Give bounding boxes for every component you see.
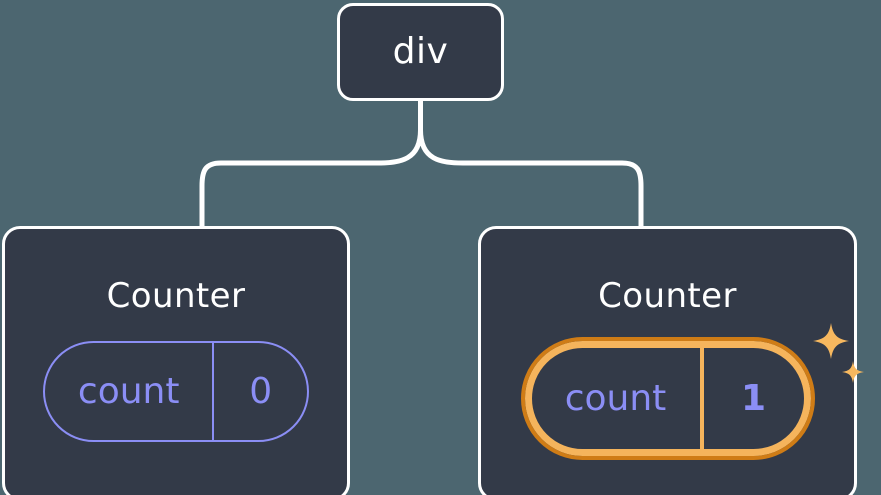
tree-node-root[interactable]: div xyxy=(337,3,504,101)
state-pill-wrap-left: count 0 xyxy=(43,341,309,442)
state-pill-right-highlighted[interactable]: count 1 xyxy=(520,337,815,460)
counter-title-left: Counter xyxy=(106,276,246,316)
tree-node-counter-right[interactable]: Counter count 1 xyxy=(478,226,864,495)
counter-title-right: Counter xyxy=(598,276,737,316)
root-node-label: div xyxy=(392,31,449,72)
state-value-cell-right: 1 xyxy=(704,348,804,449)
state-key-label-left: count xyxy=(77,370,180,412)
state-pill-wrap-right: count 1 xyxy=(520,323,864,460)
sparkle-large-icon xyxy=(812,323,849,359)
state-key-label-right: count xyxy=(564,377,667,419)
sparkle-group xyxy=(812,323,864,383)
state-value-label-left: 0 xyxy=(249,370,273,412)
state-value-label-right: 1 xyxy=(740,377,767,419)
state-key-cell-left: count xyxy=(45,343,215,440)
state-key-cell-right: count xyxy=(532,348,704,449)
state-pill-left[interactable]: count 0 xyxy=(43,341,309,442)
tree-node-counter-left[interactable]: Counter count 0 xyxy=(2,226,350,495)
sparkle-small-icon xyxy=(841,361,864,383)
state-value-cell-left: 0 xyxy=(214,343,307,440)
